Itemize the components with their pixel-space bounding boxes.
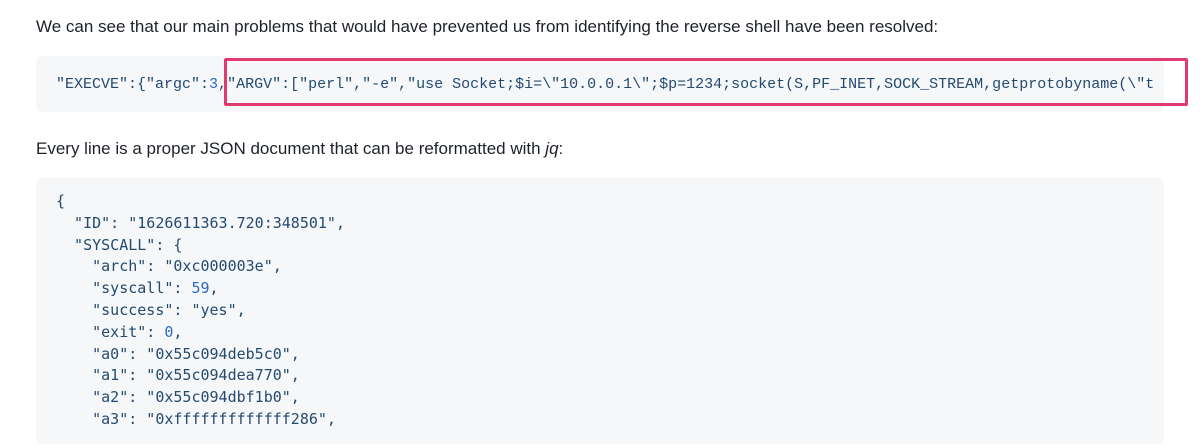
- paragraph-jq-text-before: Every line is a proper JSON document tha…: [36, 139, 546, 158]
- code-token: "syscall":: [56, 279, 192, 298]
- code-token: "SYSCALL": {: [56, 235, 183, 254]
- code-block-execve: "EXECVE":{"argc":3,"ARGV":["perl","-e","…: [36, 56, 1164, 112]
- code-block-execve-wrapper: "EXECVE":{"argc":3,"ARGV":["perl","-e","…: [36, 56, 1188, 112]
- paragraph-jq: Every line is a proper JSON document tha…: [36, 137, 1164, 161]
- paragraph-jq-text-after: :: [558, 139, 564, 158]
- code-token: {: [56, 192, 66, 210]
- code-line: {: [56, 191, 1144, 213]
- code-line: "a2": "0x55c094dbf1b0",: [56, 387, 1144, 409]
- code-token: "a2": "0x55c094dbf1b0",: [56, 388, 300, 407]
- article-content: We can see that our main problems that w…: [0, 15, 1200, 444]
- code-token: "a0": "0x55c094deb5c0",: [56, 344, 300, 363]
- code-line: "SYSCALL": {: [56, 235, 1144, 257]
- code-token: "ID": "1626611363.720:348501",: [56, 213, 345, 232]
- code-line: "syscall": 59,: [56, 278, 1144, 300]
- code-token: 0: [164, 322, 174, 341]
- code-line: "a3": "0xfffffffffffff286",: [56, 409, 1144, 431]
- code-token: 59: [191, 279, 210, 298]
- code-block-json: { "ID": "1626611363.720:348501", "SYSCAL…: [36, 178, 1164, 444]
- code-line: "a0": "0x55c094deb5c0",: [56, 344, 1144, 366]
- code-token: "exit":: [56, 322, 165, 341]
- code-token: ,: [209, 279, 219, 298]
- code-token: "arch": "0xc000003e",: [56, 257, 282, 276]
- code-token: "EXECVE":{"argc":: [56, 76, 210, 93]
- jq-emphasis: jq: [545, 139, 559, 158]
- code-token: ,: [173, 322, 183, 341]
- paragraph-intro: We can see that our main problems that w…: [36, 17, 939, 36]
- code-line: "arch": "0xc000003e",: [56, 256, 1144, 278]
- code-execve-line: "EXECVE":{"argc":3,"ARGV":["perl","-e","…: [56, 76, 1154, 93]
- code-token: ,: [218, 76, 228, 93]
- code-token: "ARGV":["perl","-e","use Socket;$i=\"10.…: [227, 76, 1155, 93]
- code-token: "a3": "0xfffffffffffff286",: [56, 409, 336, 428]
- code-token: "a1": "0x55c094dea770",: [56, 366, 300, 385]
- code-token: "success": "yes",: [56, 300, 246, 319]
- code-line: "exit": 0,: [56, 322, 1144, 344]
- code-line: "success": "yes",: [56, 300, 1144, 322]
- code-token: 3: [209, 76, 219, 93]
- code-line: "a1": "0x55c094dea770",: [56, 365, 1144, 387]
- code-line: "ID": "1626611363.720:348501",: [56, 213, 1144, 235]
